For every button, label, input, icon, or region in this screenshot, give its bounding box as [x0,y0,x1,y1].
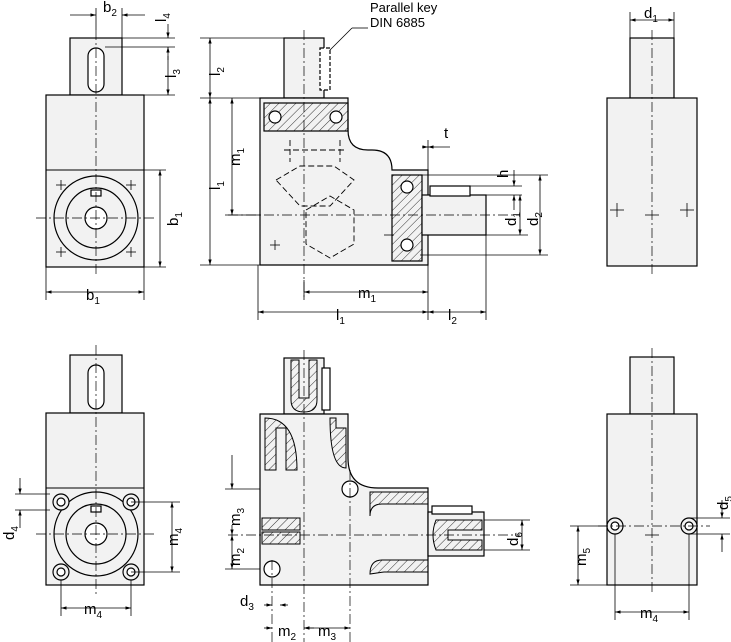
dims-view6 [570,500,730,620]
view-side-left-bottom [45,354,145,586]
dim-label-d1-side: d1 [644,5,658,25]
dim-label-l2-vertical: l2 [207,67,227,76]
dim-label-l1-vertical: l1 [207,181,227,190]
dims-view2 [200,27,548,320]
dim-label-d3: d3 [240,593,254,613]
housing-front-top [259,97,429,266]
view-side-left-top [45,37,145,268]
dims-view3 [629,12,675,38]
centerlines-view2 [228,30,520,300]
dim-label-m3-horizontal: m3 [318,623,337,642]
dim-label-m4-left: m4 [84,601,103,621]
dim-label-d5: d5 [715,496,731,510]
dim-label-d6: d6 [505,532,525,546]
dim-label-t: t [444,125,449,142]
dims-view5 [225,455,530,630]
parallel-key-right [429,185,471,197]
dim-label-m4-right: m4 [640,605,659,625]
dim-label-b1-vertical: b1 [165,212,185,226]
dim-label-d1-front: d1 [503,212,523,226]
din-standard-label: DIN 6885 [370,15,425,30]
annotation-parallel-key: Parallel key DIN 6885 [370,0,438,30]
dim-label-l4: l4 [153,13,173,22]
tapped-holes-section [261,359,483,575]
parallel-key-top [319,47,331,91]
dim-label-m3-vertical: m3 [227,508,247,527]
centerlines-view6 [598,348,710,595]
dim-label-d2-front: d2 [525,212,545,226]
dim-label-m2-horizontal: m2 [278,623,297,642]
dim-label-b2: b2 [103,0,117,19]
dim-label-h: h [495,170,512,178]
dim-label-l1-horizontal: l1 [336,307,345,327]
centerlines-view4 [36,345,156,595]
parallel-key-label: Parallel key [370,0,438,15]
dim-label-d4: d4 [1,526,21,540]
dim-label-l2-horizontal: l2 [448,307,457,327]
dim-label-m2-vertical: m2 [227,548,247,567]
dim-label-m4-vertical: m4 [165,528,185,547]
centerlines-view1 [36,30,156,275]
dims-view1 [45,8,175,300]
dim-label-b1-horizontal: b1 [86,287,100,307]
dim-label-m5: m5 [573,548,593,567]
dim-label-m1-horizontal: m1 [358,285,377,305]
hidden-gears [275,140,355,259]
dim-label-m1-vertical: m1 [227,148,247,167]
dims-view4 [15,478,180,616]
view-front-top [259,37,487,266]
dim-label-l3: l3 [163,69,183,78]
